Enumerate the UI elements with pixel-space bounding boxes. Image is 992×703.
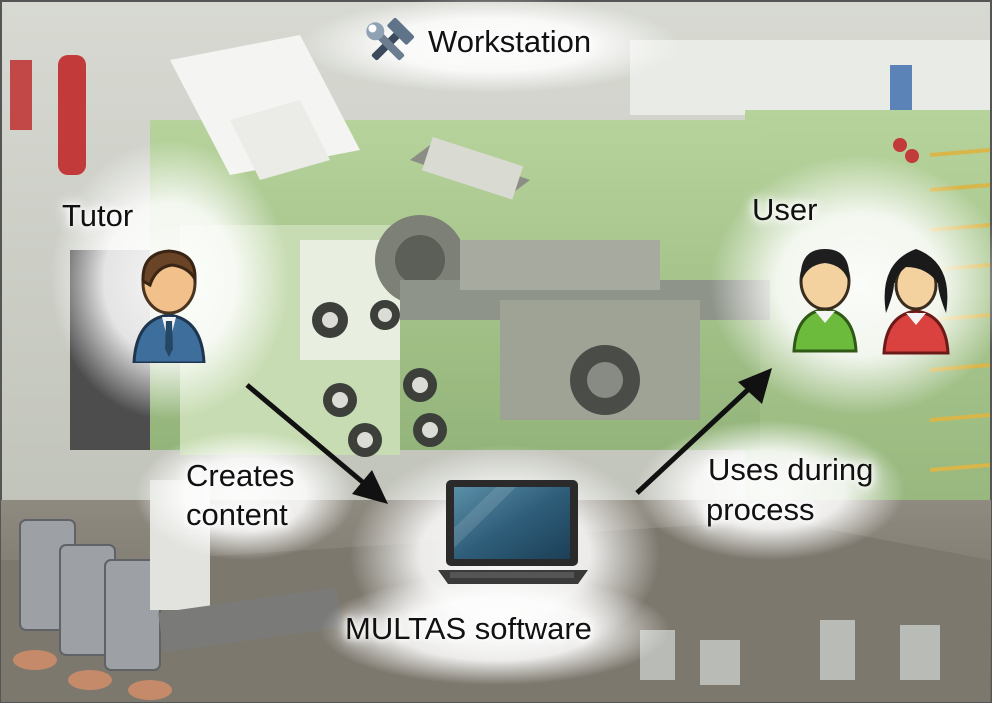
workstation-label: Workstation [428,24,592,59]
tools-icon [366,18,415,61]
uses-during-label: Uses during [708,452,874,487]
user-label: User [752,192,818,227]
female-user-icon [882,249,950,355]
laptop-icon [438,480,588,584]
tutor-avatar-icon [132,249,206,363]
content-label: content [186,497,288,532]
process-label: process [706,492,815,527]
creates-content-arrow [245,383,388,504]
fire-alarm-box [10,60,32,130]
multas-software-label: MULTAS software [345,611,592,646]
male-user-icon [792,249,858,353]
creates-label: Creates [186,458,295,493]
tutor-label: Tutor [62,198,134,233]
uses-during-process-arrow [635,368,772,495]
fire-extinguisher [58,55,86,175]
